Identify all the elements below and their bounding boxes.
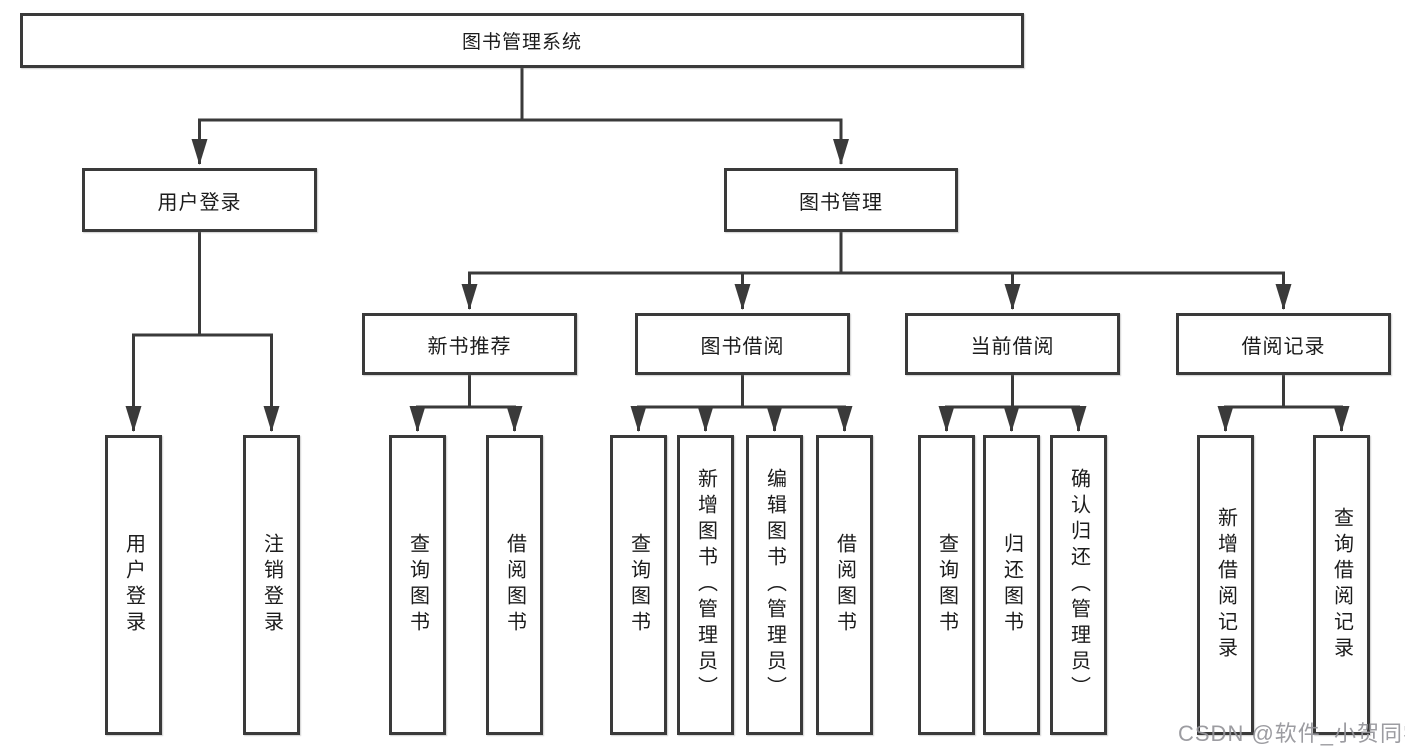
node-leaf-return-books: 归还图书: [983, 435, 1040, 735]
node-borrow-records-label: 借阅记录: [1241, 335, 1326, 358]
node-current-borrow: 当前借阅: [905, 313, 1120, 375]
node-leaf-borrow-books-1-label: 借阅图书: [503, 533, 526, 637]
node-leaf-user-login: 用户登录: [105, 435, 162, 735]
node-leaf-add-borrow-record-label: 新增借阅记录: [1214, 507, 1237, 663]
node-leaf-query-books-1: 查询图书: [389, 435, 446, 735]
node-leaf-edit-book-admin: 编辑图书（管理员）: [746, 435, 803, 735]
node-leaf-query-borrow-record-label: 查询借阅记录: [1330, 507, 1353, 663]
node-book-management: 图书管理: [724, 168, 958, 232]
node-leaf-query-borrow-record: 查询借阅记录: [1313, 435, 1370, 735]
node-leaf-query-books-3-label: 查询图书: [935, 533, 958, 637]
node-leaf-logout-label: 注销登录: [260, 533, 283, 637]
node-leaf-logout: 注销登录: [243, 435, 300, 735]
node-root-label: 图书管理系统: [461, 32, 582, 53]
node-borrow-records: 借阅记录: [1176, 313, 1391, 375]
node-book-borrow-label: 图书借阅: [700, 335, 785, 358]
node-leaf-query-books-2-label: 查询图书: [627, 533, 650, 637]
node-current-borrow-label: 当前借阅: [970, 335, 1055, 358]
node-leaf-confirm-return-admin-label: 确认归还（管理员）: [1067, 468, 1090, 702]
node-user-login-label: 用户登录: [157, 191, 242, 214]
node-leaf-borrow-books-2-label: 借阅图书: [833, 533, 856, 637]
node-book-management-label: 图书管理: [799, 191, 883, 214]
node-root: 图书管理系统: [20, 13, 1024, 68]
node-leaf-user-login-label: 用户登录: [122, 533, 145, 637]
node-new-book-recommend-label: 新书推荐: [427, 335, 512, 358]
node-leaf-query-books-3: 查询图书: [918, 435, 975, 735]
node-leaf-borrow-books-2: 借阅图书: [816, 435, 873, 735]
node-leaf-add-book-admin: 新增图书（管理员）: [677, 435, 734, 735]
csdn-watermark: CSDN @软件_小贺同学: [1178, 721, 1405, 746]
node-leaf-add-book-admin-label: 新增图书（管理员）: [694, 468, 717, 702]
node-new-book-recommend: 新书推荐: [362, 313, 577, 375]
node-leaf-confirm-return-admin: 确认归还（管理员）: [1050, 435, 1107, 735]
node-leaf-return-books-label: 归还图书: [1000, 533, 1023, 637]
node-leaf-query-books-1-label: 查询图书: [406, 533, 429, 637]
node-leaf-borrow-books-1: 借阅图书: [486, 435, 543, 735]
node-leaf-query-books-2: 查询图书: [610, 435, 667, 735]
node-leaf-add-borrow-record: 新增借阅记录: [1197, 435, 1254, 735]
node-user-login: 用户登录: [82, 168, 317, 232]
node-leaf-edit-book-admin-label: 编辑图书（管理员）: [763, 468, 786, 702]
node-book-borrow: 图书借阅: [635, 313, 850, 375]
